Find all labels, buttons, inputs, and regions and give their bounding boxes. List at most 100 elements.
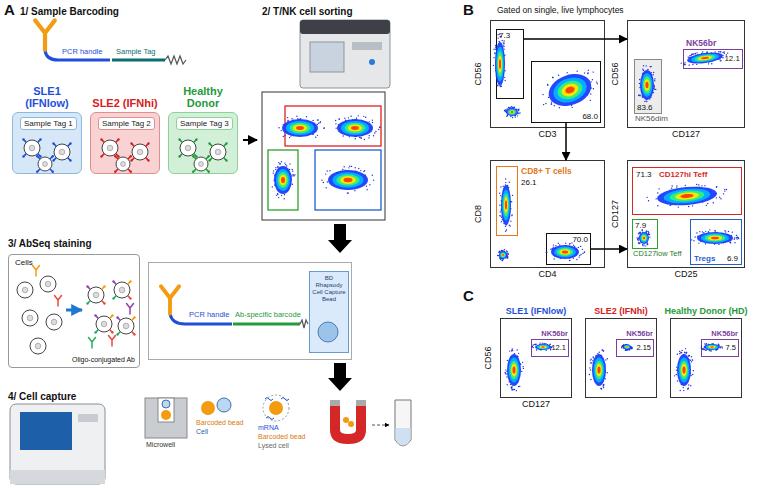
art-shape	[705, 349, 706, 350]
art-shape	[699, 231, 700, 232]
art-shape	[592, 79, 594, 81]
art-shape	[547, 84, 549, 86]
art-shape	[631, 346, 632, 347]
art-shape	[698, 55, 713, 61]
art-shape	[681, 352, 682, 353]
art-shape	[681, 352, 682, 353]
art-shape	[734, 237, 735, 238]
lysed-cell	[263, 395, 289, 421]
art-shape	[338, 119, 339, 120]
art-shape	[500, 259, 501, 260]
art-shape	[323, 128, 324, 129]
art-shape	[601, 388, 602, 389]
art-shape	[116, 157, 130, 171]
art-shape	[118, 318, 134, 334]
art-shape	[290, 123, 311, 133]
art-shape	[501, 260, 502, 261]
art-shape	[498, 251, 499, 252]
polya-tail	[300, 320, 308, 328]
part-label: Barcoded bead	[196, 419, 243, 427]
art-shape	[372, 122, 373, 123]
art-shape	[624, 345, 630, 349]
art-shape	[510, 220, 511, 221]
art-shape	[638, 237, 639, 238]
art-shape	[499, 193, 500, 194]
flow-arrow	[243, 139, 257, 141]
art-shape	[501, 253, 506, 258]
staining-arrow	[66, 309, 82, 312]
density-cloud	[531, 342, 552, 351]
art-shape	[511, 364, 517, 377]
art-shape	[137, 149, 143, 155]
art-shape	[208, 155, 210, 157]
art-shape	[317, 119, 318, 120]
art-shape	[591, 362, 592, 363]
art-shape	[542, 94, 544, 96]
art-shape	[533, 347, 534, 348]
art-shape	[702, 231, 703, 232]
art-shape	[502, 189, 510, 220]
art-shape	[718, 51, 720, 53]
art-shape	[497, 51, 503, 77]
art-shape	[714, 51, 716, 53]
cell-symbol	[192, 155, 210, 173]
art-shape	[284, 194, 285, 195]
art-shape	[681, 350, 682, 351]
art-shape	[323, 182, 324, 183]
art-shape	[317, 119, 318, 120]
art-shape	[656, 184, 717, 207]
cell-symbol	[52, 142, 71, 161]
art-shape	[210, 144, 226, 160]
cell-sorter	[300, 20, 390, 88]
art-shape	[296, 126, 304, 130]
art-shape	[601, 388, 602, 389]
step-title: 3/ AbSeq staining	[8, 238, 92, 250]
art-shape	[350, 116, 351, 117]
art-shape	[510, 116, 511, 117]
node-text: 7.3	[499, 31, 510, 40]
art-shape	[501, 250, 502, 251]
art-shape	[502, 254, 504, 256]
art-shape	[590, 369, 591, 370]
art-shape	[337, 119, 373, 137]
art-shape	[622, 346, 623, 347]
art-shape	[55, 296, 62, 307]
art-shape	[590, 359, 591, 360]
art-shape	[663, 187, 711, 205]
art-shape	[571, 242, 572, 243]
antibody-symbol	[109, 336, 116, 347]
art-shape	[691, 52, 720, 64]
art-shape	[512, 348, 513, 349]
art-shape	[643, 237, 645, 240]
art-shape	[631, 347, 632, 348]
art-shape	[640, 94, 641, 95]
art-shape	[675, 191, 700, 200]
art-shape	[706, 205, 708, 207]
art-shape	[688, 355, 689, 356]
art-shape	[36, 171, 38, 173]
density-cloud	[621, 344, 633, 351]
art-shape	[367, 189, 368, 190]
art-shape	[678, 206, 680, 208]
art-shape	[593, 356, 594, 357]
art-shape	[688, 206, 690, 208]
art-shape	[719, 51, 721, 53]
art-shape	[701, 56, 709, 59]
art-shape	[579, 255, 580, 256]
art-shape	[192, 155, 194, 157]
art-shape	[39, 155, 41, 157]
art-shape	[686, 352, 687, 353]
art-shape	[706, 51, 708, 53]
art-shape	[332, 172, 363, 188]
art-shape	[622, 345, 623, 346]
art-shape	[123, 323, 129, 329]
sort-plot-frame	[262, 92, 385, 220]
art-shape	[716, 197, 718, 199]
art-shape	[132, 144, 148, 160]
art-shape	[720, 51, 722, 53]
cell-symbol	[116, 316, 135, 335]
node-text: NK56br	[686, 39, 716, 49]
art-shape	[555, 245, 556, 246]
art-shape	[602, 349, 603, 350]
